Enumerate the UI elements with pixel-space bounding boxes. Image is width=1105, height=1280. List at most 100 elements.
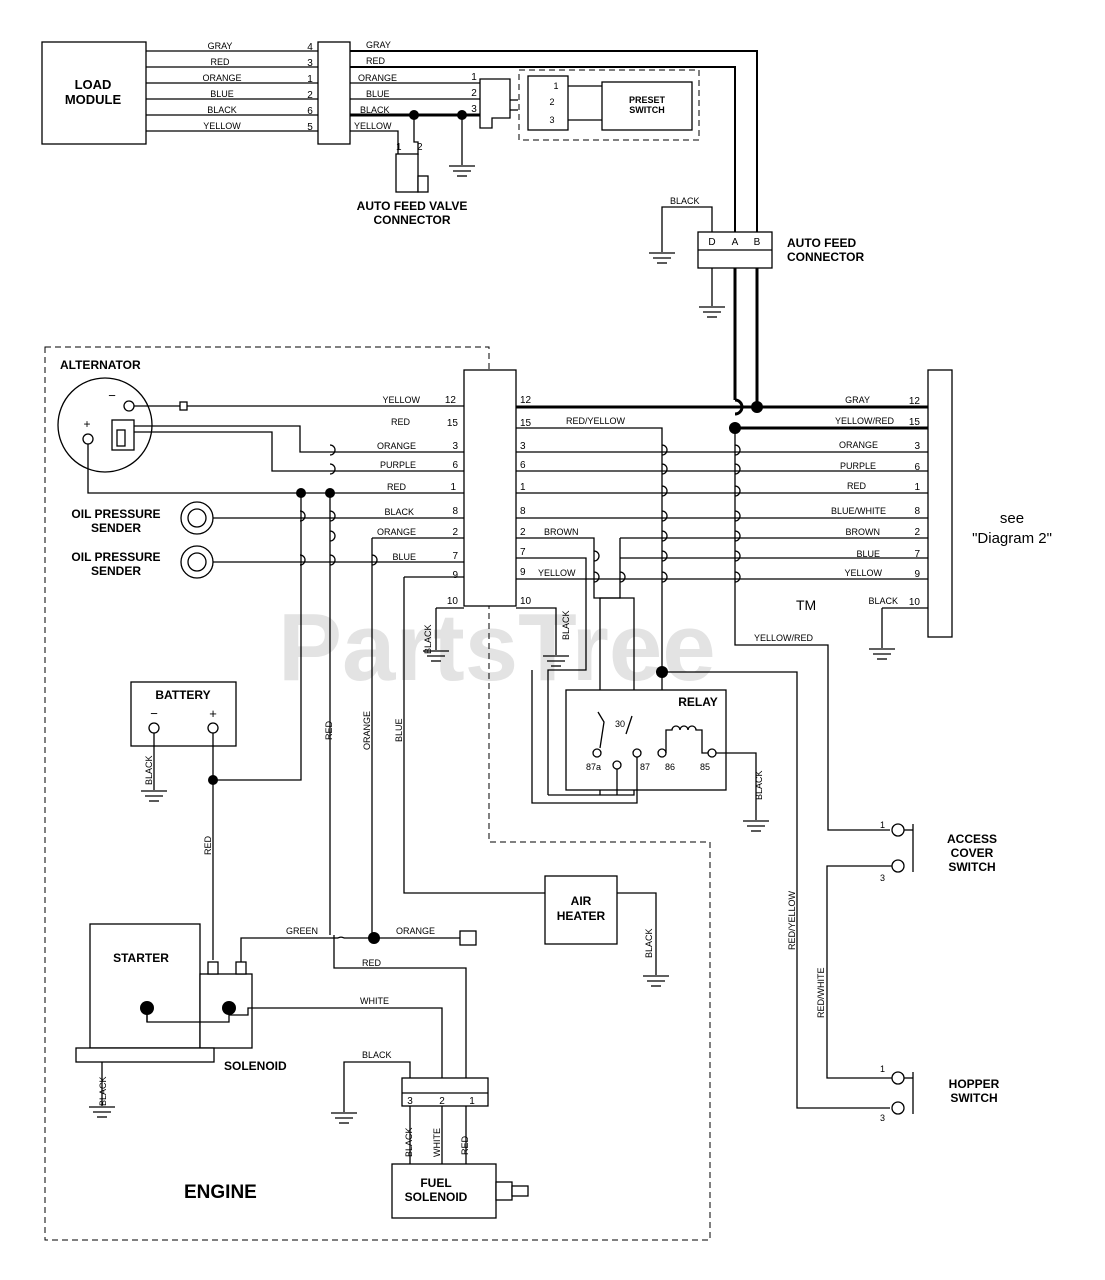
mh-purple: PURPLE	[840, 461, 876, 471]
lm-wire-red: RED	[210, 57, 230, 67]
starter-black-label: BLACK	[98, 1076, 108, 1106]
mh-blue: BLUE	[856, 549, 880, 559]
alt-plus: +	[83, 417, 90, 431]
fuel-red-label: RED	[460, 1135, 470, 1155]
eh-l-pin-10: 10	[447, 596, 459, 607]
eh-r-pin-2: 2	[520, 527, 526, 538]
label-line: MODULE	[65, 92, 122, 107]
lm-pin-6: 6	[307, 106, 313, 117]
label-line: AIR	[571, 894, 592, 908]
eh-r-brown: BROWN	[544, 527, 579, 537]
label-line: HEATER	[557, 909, 606, 923]
ps-pin-2: 2	[471, 88, 477, 99]
ps-pin-3: 3	[471, 104, 477, 115]
eh-l-pin-6: 6	[452, 460, 458, 471]
engine-label: ENGINE	[184, 1182, 257, 1203]
eh-l-orange: ORANGE	[377, 441, 416, 451]
label-line: OIL PRESSURE	[71, 507, 160, 521]
eh-l-purple: PURPLE	[380, 460, 416, 470]
eh-r-pin-10: 10	[520, 596, 532, 607]
svg-text:−: −	[150, 706, 158, 721]
engine-harness-left-wires: YELLOW RED ORANGE PURPLE RED BLACK ORANG…	[87, 395, 545, 935]
lm-r-red: RED	[366, 56, 386, 66]
load-module-connector	[317, 41, 351, 145]
engine-region	[44, 346, 711, 1241]
label-line: "Diagram 2"	[972, 530, 1052, 547]
relay: RELAY 30 87a 87 86 85 BLACK	[531, 670, 769, 832]
starter-label: STARTER	[113, 951, 169, 965]
black-fuel-label: BLACK	[362, 1050, 392, 1060]
valve-pin-1: 1	[396, 142, 402, 153]
eh-r-pin-15: 15	[520, 418, 532, 429]
green-label: GREEN	[286, 926, 318, 936]
fuel-pin-2: 2	[439, 1096, 445, 1107]
mh-pin-6: 6	[914, 462, 920, 473]
eh-l-pin-2: 2	[452, 527, 458, 538]
lm-pin-3: 3	[307, 58, 313, 69]
mh-pin-9: 9	[914, 569, 920, 580]
valve-pin-2: 2	[417, 142, 423, 153]
eh-r-ground-black: BLACK	[561, 610, 571, 640]
eh-l-pin-7: 7	[452, 551, 458, 562]
mh-pin-8: 8	[914, 506, 920, 517]
label-line: CONNECTOR	[787, 250, 864, 264]
mh-orange: ORANGE	[839, 440, 878, 450]
starter: STARTER SOLENOID BLACK GREEN	[75, 923, 330, 1118]
eh-r-pin-8: 8	[520, 506, 526, 517]
fuel-pin-3: 3	[407, 1096, 413, 1107]
eh-ground-black: BLACK	[423, 624, 433, 654]
mh-pin-15: 15	[909, 417, 921, 428]
eh-r-red-yellow: RED/YELLOW	[566, 416, 626, 426]
eh-r-pin-6: 6	[520, 460, 526, 471]
lm-wire-gray: GRAY	[208, 41, 233, 51]
yellow-red-label: YELLOW/RED	[754, 633, 814, 643]
main-harness-connector	[927, 369, 953, 638]
engine-harness-connector	[463, 369, 517, 607]
mh-gray: GRAY	[845, 395, 870, 405]
af-black-label: BLACK	[670, 196, 700, 206]
mh-yellow-red: YELLOW/RED	[835, 416, 895, 426]
fuel-black-label: BLACK	[404, 1127, 414, 1157]
eh-l-yellow: YELLOW	[382, 395, 420, 405]
relay-pin-87a: 87a	[586, 762, 601, 772]
label-line: SWITCH	[629, 105, 665, 115]
eh-r-pin-9: 9	[520, 567, 526, 578]
label-line: ACCESS	[947, 832, 997, 846]
lm-r-yellow: YELLOW	[354, 121, 392, 131]
lm-pin-2: 2	[307, 90, 313, 101]
white-label: WHITE	[360, 996, 389, 1006]
label-line: see	[1000, 510, 1024, 527]
eh-l-pin-8: 8	[452, 506, 458, 517]
mh-pin-10: 10	[909, 597, 921, 608]
af-pin-a: A	[732, 237, 739, 248]
ps-pin-1: 1	[471, 72, 477, 83]
mh-brown: BROWN	[846, 527, 881, 537]
label-line: LOAD	[75, 77, 112, 92]
mh-pin-1: 1	[914, 482, 920, 493]
red-yellow-vertical-label: RED/YELLOW	[787, 890, 797, 950]
relay-black-label: BLACK	[754, 770, 764, 800]
relay-pin-87: 87	[640, 762, 650, 772]
battery: BATTERY − + BLACK RED	[130, 681, 237, 960]
af-pin-d: D	[708, 237, 715, 248]
battery-black-label: BLACK	[144, 755, 154, 785]
eh-l-pin-15: 15	[447, 418, 459, 429]
af-pin-b: B	[754, 237, 761, 248]
red-fuel-label: RED	[362, 958, 382, 968]
mh-black: BLACK	[868, 596, 898, 606]
lm-r-black: BLACK	[360, 105, 390, 115]
watermark-tm: TM	[796, 597, 816, 613]
ps-r-pin-2: 2	[549, 97, 554, 107]
ps-r-pin-1: 1	[553, 81, 558, 91]
